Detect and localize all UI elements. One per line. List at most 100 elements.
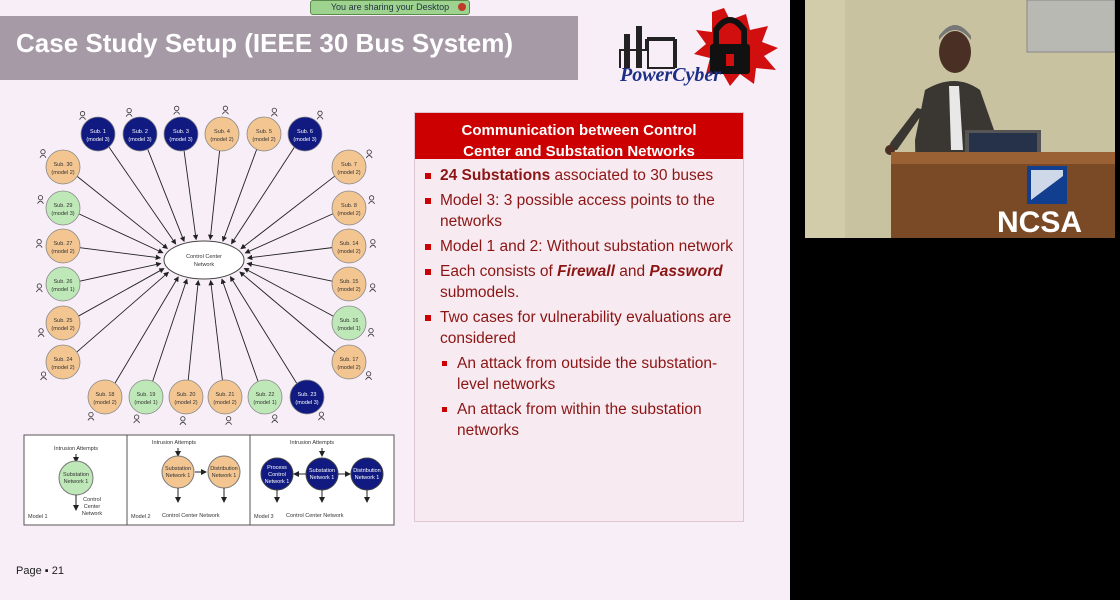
spoke-line: [240, 175, 335, 250]
bullet-model3: Model 3: 3 possible access points to the…: [425, 190, 737, 232]
substation-node: Sub. 29(model 3): [37, 190, 81, 226]
substation-circle: [331, 149, 367, 185]
m1-node-label-1: Substation: [63, 472, 89, 478]
substation-name: Sub. 21: [216, 392, 235, 398]
screen-share-banner[interactable]: You are sharing your Desktop: [310, 0, 470, 15]
intruder-icon: [88, 411, 94, 418]
substation-name: Sub. 6: [297, 129, 313, 135]
substation-model: (model 3): [86, 137, 109, 143]
substation-node: Sub. 26(model 1): [35, 266, 81, 302]
bullet-bold-text: 24 Substations: [440, 167, 551, 184]
substation-name: Sub. 7: [341, 162, 357, 168]
substation-model: (model 2): [337, 365, 360, 371]
intruder-icon: [174, 105, 180, 111]
intruder-icon-body: [125, 113, 133, 117]
substation-name: Sub. 23: [298, 392, 317, 398]
substation-node: Sub. 16(model 1): [331, 305, 375, 341]
intruder-icon: [271, 107, 277, 113]
substation-model: (model 3): [169, 137, 192, 143]
spoke-line: [79, 247, 162, 261]
substation-circle: [207, 379, 243, 415]
intruder-icon: [126, 108, 132, 114]
bullet-square-icon: [425, 315, 431, 321]
intruder-icon: [368, 195, 375, 201]
substation-node: Sub. 5(model 2): [246, 107, 282, 152]
substation-name: Sub. 4: [214, 129, 230, 135]
substation-node: Sub. 22(model 1): [247, 379, 283, 424]
intruder-icon: [226, 416, 232, 422]
legend-substation-node-m1: [58, 460, 94, 496]
sub-bullet-within: An attack from within the substation net…: [440, 399, 737, 441]
intruder-icon-body: [222, 111, 229, 115]
substation-name: Sub. 25: [54, 318, 73, 324]
intruder-icon-body: [369, 289, 377, 293]
substation-circle: [163, 116, 199, 152]
m1-cc-2: Center: [84, 504, 101, 510]
network-diagram: Sub. 1(model 3)Sub. 2(model 3)Sub. 3(mod…: [23, 105, 395, 526]
spoke-line: [231, 147, 295, 245]
bullet-square-icon: [425, 244, 431, 250]
substation-name: Sub. 18: [96, 392, 115, 398]
substation-model: (model 2): [252, 137, 275, 143]
substation-model: (model 2): [337, 249, 360, 255]
spoke-line: [108, 146, 177, 245]
sub-bullet-text: An attack from within the substation net…: [457, 401, 702, 439]
substation-node: Sub. 21 (model 2): [207, 379, 243, 425]
ncsa-podium-logo: NCSA: [997, 206, 1082, 238]
substation-model: (model 2): [174, 400, 197, 406]
substation-circle: [331, 266, 367, 302]
password-term: Password: [649, 263, 723, 280]
substation-name: Sub. 20: [177, 392, 196, 398]
substation-model: (model 2): [337, 170, 360, 176]
model1-caption: Model 1: [28, 514, 48, 520]
substation-circle: [45, 344, 81, 380]
intruder-icon-body: [367, 333, 375, 337]
substation-node: Sub. 3 (model 3): [163, 105, 199, 152]
substation-model: (model 3): [295, 400, 318, 406]
substation-circle: [331, 305, 367, 341]
intruder-icon: [38, 328, 44, 334]
substation-name: Sub. 30: [54, 162, 73, 168]
intruder-icon-body: [133, 420, 140, 424]
intruder-icon-body: [37, 333, 45, 338]
substation-name: Sub. 26: [54, 279, 73, 285]
intrusion-label-3: Intrusion Attempts: [290, 440, 334, 446]
substation-model: (model 2): [51, 326, 74, 332]
substation-node: Sub. 1(model 3): [79, 111, 116, 152]
page-number: Page ▪ 21: [16, 565, 64, 577]
intruder-icon: [366, 149, 372, 155]
substation-name: Sub. 24: [54, 357, 73, 363]
substation-name: Sub. 3: [173, 129, 189, 135]
m3-node1-label-2: Control: [268, 472, 286, 478]
substation-node: Sub. 20 (model 2): [168, 379, 204, 426]
speaker-video-frame: NCSA: [805, 0, 1115, 238]
intruder-icon-body: [365, 155, 373, 159]
model3-caption: Model 3: [254, 514, 274, 520]
bullet-square-icon: [425, 173, 431, 179]
legend-distribution-node-m3: [350, 457, 384, 491]
substation-node: Sub. 7 (model 2): [331, 149, 373, 185]
m2-node2-label-1: Distribution: [210, 466, 238, 472]
control-center-label-1: Control Center: [186, 254, 222, 260]
substation-circle: [204, 116, 240, 152]
substation-circle: [45, 149, 81, 185]
bullet-rest-text: associated to 30 buses: [550, 167, 714, 184]
stop-sharing-icon[interactable]: [458, 3, 466, 11]
intruder-icon: [40, 371, 47, 377]
substation-model: (model 3): [128, 137, 151, 143]
m3-node1-label-1: Process: [267, 465, 287, 471]
m3-node2-label-2: Network 1: [310, 475, 335, 481]
substation-circle: [168, 379, 204, 415]
spoke-line: [183, 150, 199, 241]
spoke-line: [78, 268, 165, 317]
intruder-icon: [134, 414, 140, 420]
substation-node: Sub. 17(model 2): [331, 344, 372, 381]
substation-model: (model 2): [213, 400, 236, 406]
substation-model: (model 2): [210, 137, 233, 143]
substation-name: Sub. 27: [54, 241, 73, 247]
substation-circle: [45, 305, 81, 341]
communication-panel: Communication between Control Center and…: [414, 112, 744, 522]
substation-model: (model 1): [253, 400, 276, 406]
substation-circle: [331, 190, 367, 226]
spoke-line: [239, 271, 336, 353]
